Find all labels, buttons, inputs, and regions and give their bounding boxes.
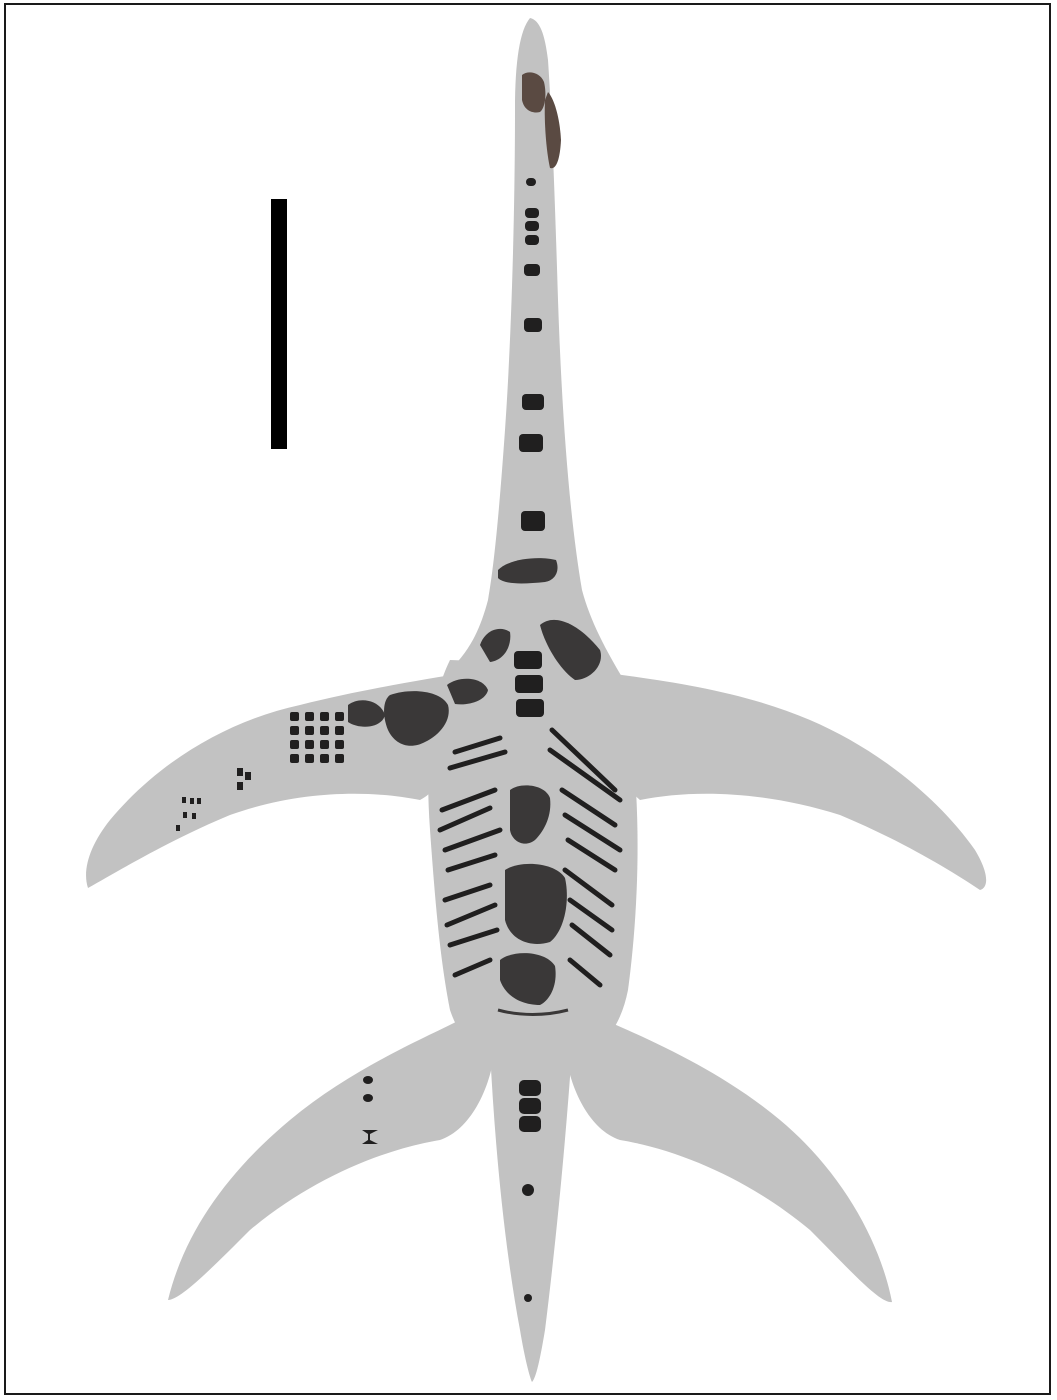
phalanx — [335, 712, 344, 721]
cervical-vertebra — [519, 434, 543, 452]
distal-phalanx — [190, 798, 194, 804]
caudal-vertebra — [522, 1184, 534, 1196]
phalanx — [290, 740, 299, 749]
cervical-vertebra — [525, 208, 539, 218]
phalanx — [305, 740, 314, 749]
phalanx — [335, 726, 344, 735]
cervical-vertebra — [525, 235, 539, 245]
distal-phalanx — [182, 797, 186, 803]
cervical-vertebra — [524, 318, 542, 332]
phalanx — [320, 726, 329, 735]
scale-bar — [271, 199, 287, 449]
distal-phalanx — [237, 782, 243, 790]
phalanx — [320, 754, 329, 763]
cervical-vertebra — [522, 394, 544, 410]
hind-phalanx — [363, 1076, 373, 1084]
caudal-vertebra — [519, 1098, 541, 1114]
cervical-vertebra — [525, 221, 539, 231]
phalanx — [305, 754, 314, 763]
phalanx — [290, 754, 299, 763]
distal-phalanx — [237, 768, 243, 776]
caudal-vertebra — [519, 1080, 541, 1096]
neck-outline — [450, 18, 630, 690]
distal-phalanx — [197, 798, 201, 804]
distal-phalanx — [183, 812, 187, 818]
phalanx — [290, 712, 299, 721]
phalanx — [305, 726, 314, 735]
distal-phalanx — [245, 772, 251, 780]
phalanx — [320, 740, 329, 749]
phalanx — [305, 712, 314, 721]
caudal-vertebra — [519, 1116, 541, 1132]
left-hind-flipper — [168, 1020, 495, 1300]
distal-phalanx — [192, 813, 196, 819]
phalanx — [335, 740, 344, 749]
distal-phalanx — [176, 825, 180, 831]
dorsal-vertebra — [516, 699, 544, 717]
hind-phalanx — [363, 1094, 373, 1102]
phalanx — [290, 726, 299, 735]
dorsal-vertebra — [515, 675, 543, 693]
dorsal-vertebra-block — [505, 864, 567, 944]
right-front-flipper — [600, 672, 986, 890]
right-hind-flipper — [565, 1020, 892, 1302]
skull-fragment — [522, 72, 545, 112]
caudal-vertebra — [524, 1294, 532, 1302]
dorsal-vertebra — [514, 651, 542, 669]
phalanx — [320, 712, 329, 721]
phalanx — [335, 754, 344, 763]
cervical-vertebra — [521, 511, 545, 531]
cervical-vertebra — [524, 264, 540, 276]
cervical-vertebra — [526, 178, 536, 186]
